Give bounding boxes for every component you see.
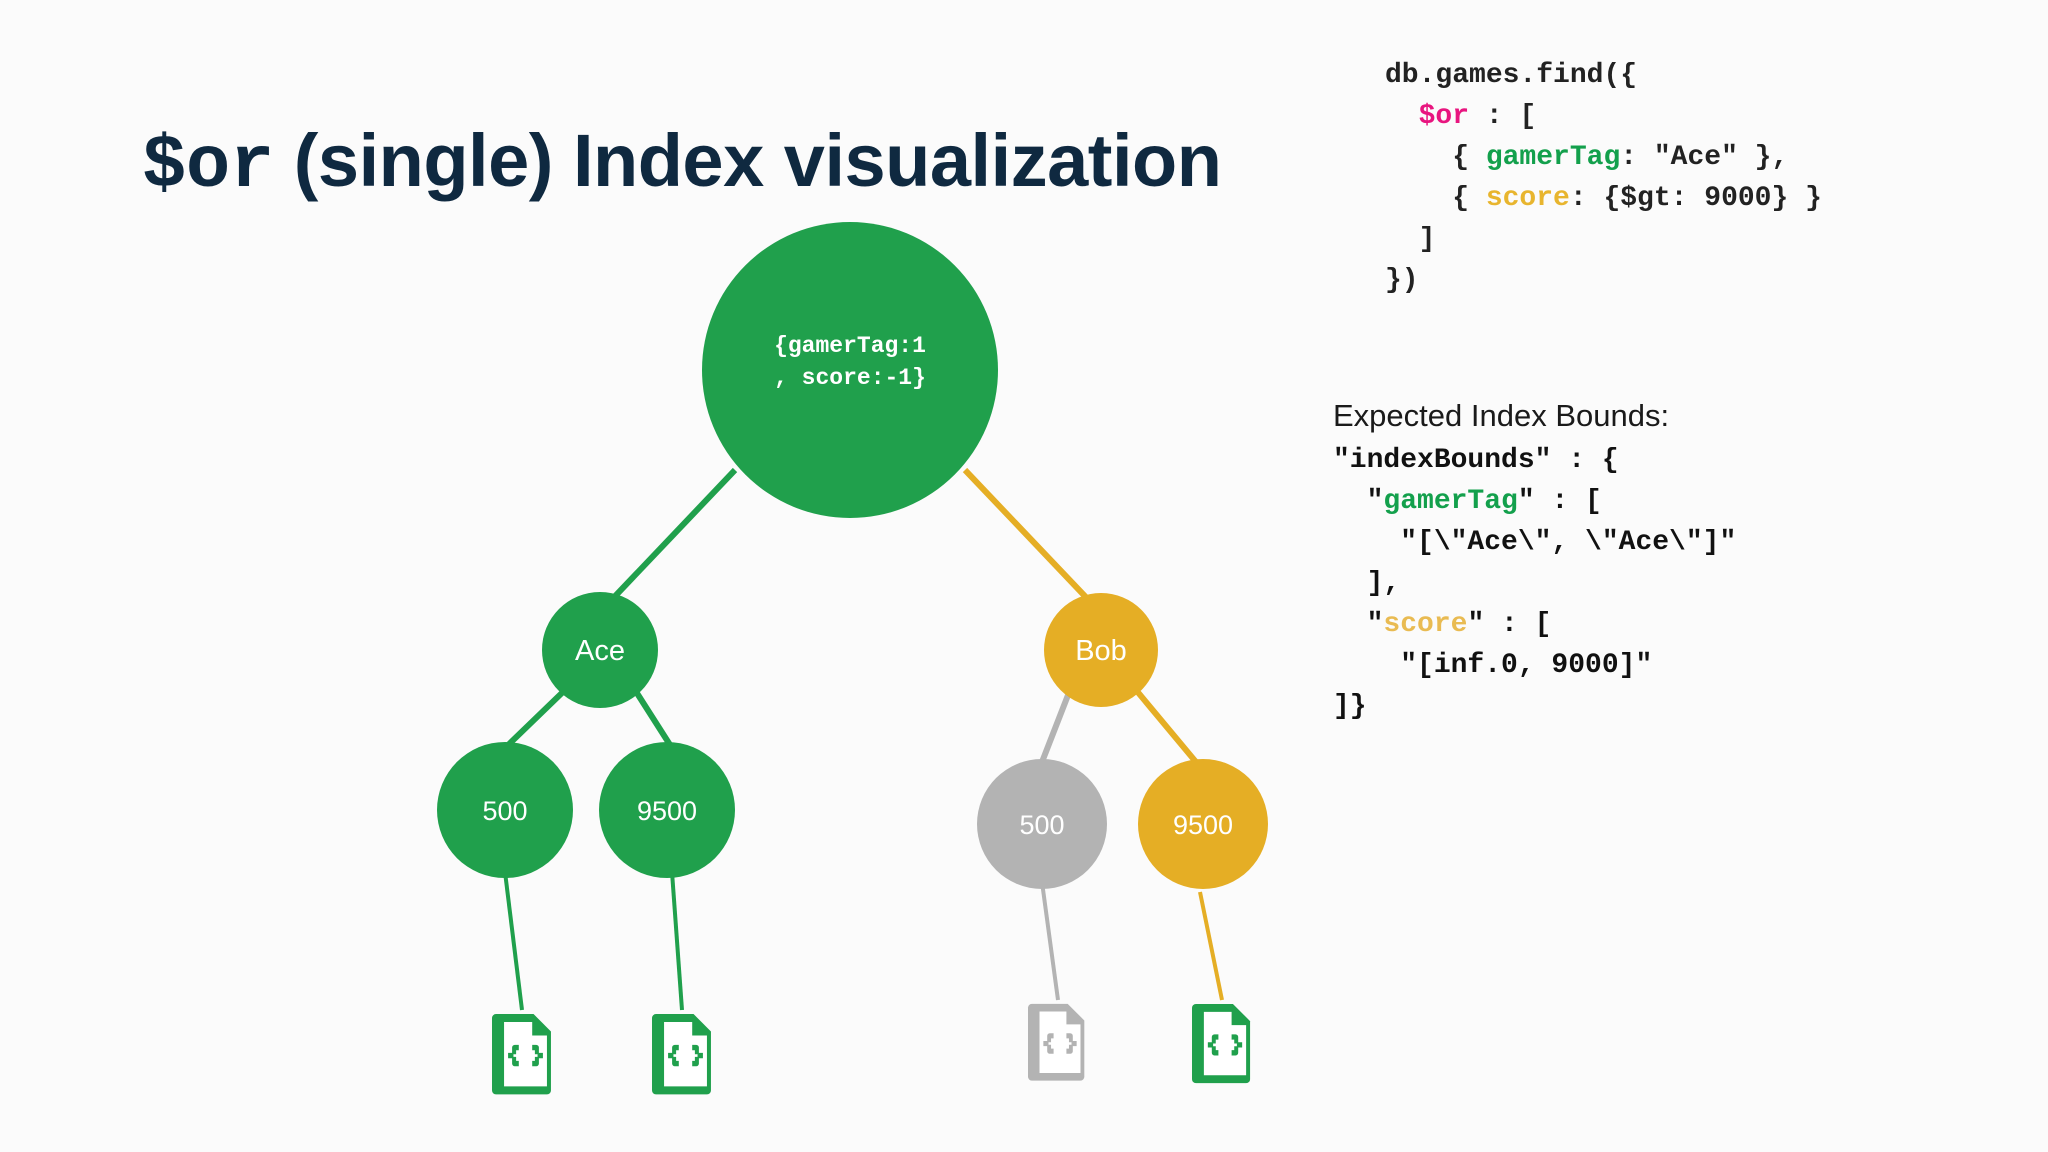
bounds-field-score: score [1383,609,1468,640]
edge-bob-to-9500 [1133,688,1199,764]
query-line-5: ] [1385,224,1436,255]
tree-leaf-green-500-label: 500 [482,796,527,826]
bounds-line-5-indent: " [1333,609,1384,640]
edge-ace-to-500 [502,687,568,751]
tree-leaf-green-9500-label: 9500 [637,796,697,826]
json-document-icon-4[interactable] [1192,1003,1251,1084]
index-bounds-code-block: "indexBounds" : { "gamerTag" : [ "[\"Ace… [1333,440,1736,727]
tree-leaf-amber-9500[interactable]: 9500 [1138,759,1268,889]
tree-node-ace[interactable]: Ace [542,592,658,708]
tree-node-bob[interactable]: Bob [1044,593,1158,707]
bounds-line-2-rest: " : [ [1517,486,1602,517]
tree-leaf-green-500[interactable]: 500 [437,742,573,878]
query-field-gamertag: gamerTag [1485,142,1621,173]
bounds-line-6: "[inf.0, 9000]" [1333,650,1653,681]
query-line-2-rest: : [ [1469,101,1537,132]
tree-node-bob-label: Bob [1075,635,1127,667]
index-tree-diagram: {gamerTag:1 , score:-1} Ace Bob 500 9500… [437,222,1268,1095]
index-bounds-heading: Expected Index Bounds: [1333,398,1670,433]
query-keyword-or: $or [1418,101,1470,132]
query-line-2-indent [1385,101,1419,132]
bounds-field-gamertag: gamerTag [1383,486,1518,517]
edge-leaf-9500-to-doc [670,871,684,1011]
tree-leaf-gray-500-label: 500 [1019,810,1064,840]
query-line-6: }) [1385,265,1419,296]
bounds-line-5-rest: " : [ [1467,609,1552,640]
query-field-score: score [1485,183,1570,214]
edge-ace-to-9500 [632,688,675,750]
bounds-line-1: "indexBounds" : { [1333,445,1619,476]
page-title: $or (single) Index visualization [142,118,1222,209]
bounds-line-3: "[\"Ace\", \"Ace\"]" [1333,527,1737,558]
bounds-line-7: ]} [1333,691,1367,722]
bounds-line-2-indent: " [1333,486,1384,517]
query-code-block: db.games.find({ $or : [ { gamerTag: "Ace… [1385,55,1822,301]
page-title-rest: (single) Index visualization [273,119,1222,202]
tree-leaf-green-9500[interactable]: 9500 [599,742,735,878]
tree-node-root-line2: , score:-1} [774,365,926,391]
page-title-mono: $or [142,125,274,209]
json-document-icon-2[interactable] [652,1014,711,1095]
json-document-icon-3[interactable] [1028,1003,1085,1081]
edge-leaf-500-to-doc [503,871,524,1011]
edge-root-to-bob [962,467,1103,615]
json-document-icon-1[interactable] [492,1014,551,1095]
edge-bob-to-500 [1039,688,1073,764]
tree-node-root-line1: {gamerTag:1 [774,333,926,359]
tree-node-ace-label: Ace [575,635,625,667]
query-line-3-rest: : "Ace" }, [1620,142,1789,173]
bounds-line-4: ], [1333,568,1401,599]
tree-leaf-amber-9500-label: 9500 [1173,810,1233,840]
query-line-1: db.games.find({ [1385,60,1638,91]
query-line-4-indent: { [1385,183,1486,214]
tree-node-root[interactable]: {gamerTag:1 , score:-1} [702,222,998,518]
tree-leaf-gray-500[interactable]: 500 [977,759,1107,889]
query-line-3-indent: { [1385,142,1486,173]
query-line-4-rest: : {$gt: 9000} } [1569,183,1822,214]
edge-leaf-amber9500-to-doc [1198,891,1224,1001]
edge-root-to-ace [597,467,738,615]
edge-leaf-gray500-to-doc [1040,881,1060,1001]
